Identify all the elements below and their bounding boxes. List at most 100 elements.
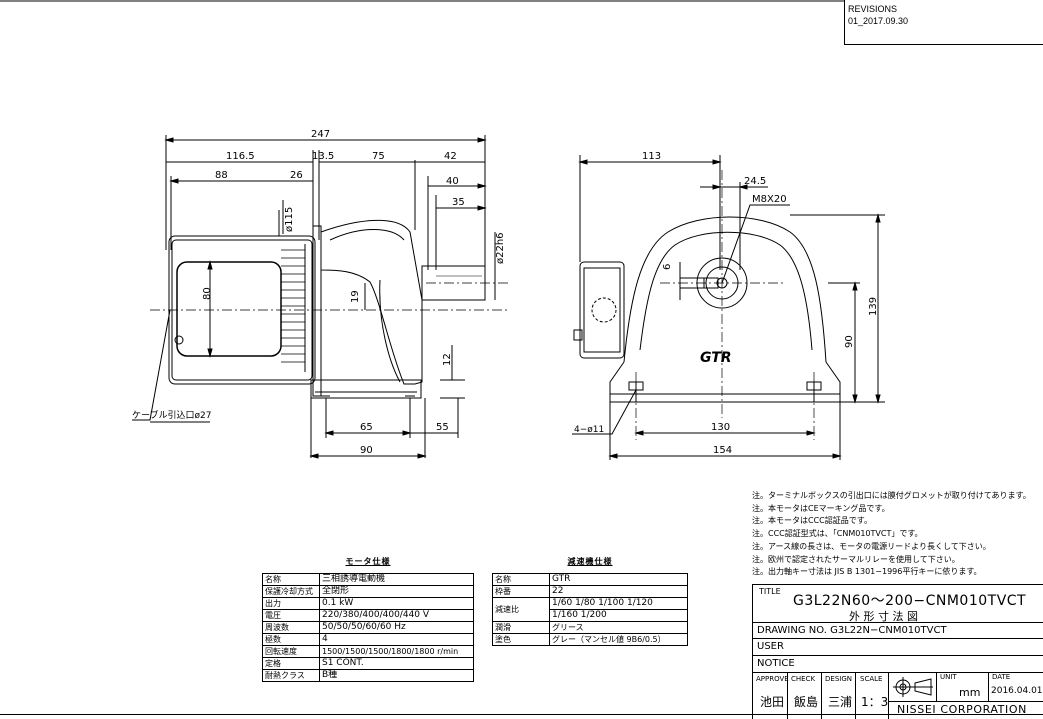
notes-block: 注。ターミナルボックスの引出口には膜付グロメットが取り付けてあります。 注。本モ… xyxy=(752,490,1031,579)
table-cell: 4 xyxy=(319,633,474,646)
dim-116-5: 116.5 xyxy=(226,151,255,162)
table-cell: B種 xyxy=(319,669,474,682)
check-label: CHECK xyxy=(791,675,816,683)
table-cell: 極数 xyxy=(262,633,320,646)
dim-80: 80 xyxy=(202,287,213,300)
table-cell: 保護冷却方式 xyxy=(262,585,320,598)
drawing-title: G3L22N60〜200−CNM010TVCT xyxy=(793,593,1027,609)
design-name: 三浦 xyxy=(828,695,853,709)
dim-75: 75 xyxy=(372,151,385,162)
note-line: 注。ターミナルボックスの引出口には膜付グロメットが取り付けてあります。 xyxy=(752,491,1031,500)
table-cell: 全閉形 xyxy=(319,585,474,598)
note-line: 注。本モータはCCC認証品です。 xyxy=(752,516,872,526)
table-cell: 1/160 1/200 xyxy=(549,609,688,622)
note-line: 注。欧州で認定されたサーマルリレーを使用して下さい。 xyxy=(752,554,960,564)
title-block: TITLE G3L22N60〜200−CNM010TVCT 外 形 寸 法 図 … xyxy=(752,584,1043,719)
unit-value: mm xyxy=(959,686,981,699)
dim-m8x20: M8X20 xyxy=(752,194,787,205)
scale-value: 1：3 xyxy=(861,695,889,709)
front-view xyxy=(572,155,885,460)
date-value: 2016.04.01 xyxy=(991,686,1043,696)
table-cell: 名称 xyxy=(492,573,550,586)
table-cell: 0.1 kW xyxy=(319,597,474,610)
note-line: 注。アース線の長さは、モータの電源リードより長くして下さい。 xyxy=(752,541,991,551)
table-cell: グレー（マンセル値 9B6/0.5） xyxy=(549,633,688,646)
dim-154: 154 xyxy=(713,445,732,456)
table-cell: 潤滑 xyxy=(492,621,550,634)
table-cell: 22 xyxy=(549,585,688,598)
front-dim-labels: 113 24.5 M8X20 6 139 90 130 154 4−ø11 GT… xyxy=(574,151,879,456)
table-cell: グリース xyxy=(549,621,688,634)
table-row: 塗色グレー（マンセル値 9B6/0.5） xyxy=(492,633,688,646)
table-cell: 耐熱クラス xyxy=(262,669,320,682)
cable-callout: ケーブル引込口ø27 xyxy=(132,409,211,421)
dim-247: 247 xyxy=(311,129,330,140)
drawing-number: DRAWING NO. G3L22N−CNM010TVCT xyxy=(757,625,947,636)
projection-symbol-icon xyxy=(893,677,933,697)
table-cell: 50/50/50/60/60 Hz xyxy=(319,621,474,634)
dim-35: 35 xyxy=(452,197,465,208)
reducer-spec-title: 減速機仕様 xyxy=(567,557,613,566)
table-cell: 電圧 xyxy=(262,609,320,622)
dim-65: 65 xyxy=(360,422,373,433)
note-line: 注。本モータはCEマーキング品です。 xyxy=(752,503,890,513)
dim-6: 6 xyxy=(662,264,673,270)
holes-callout: 4−ø11 xyxy=(574,425,604,435)
dim-90-front: 90 xyxy=(844,335,855,348)
drawing-subtitle: 外 形 寸 法 図 xyxy=(849,610,918,623)
table-cell: S1 CONT. xyxy=(319,657,474,670)
dim-90: 90 xyxy=(360,445,373,456)
table-cell: 枠番 xyxy=(492,585,550,598)
dim-dia115: ø115 xyxy=(284,207,295,232)
dim-139: 139 xyxy=(868,297,879,316)
dim-13-5: 13.5 xyxy=(312,151,334,162)
table-cell: 定格 xyxy=(262,657,320,670)
dim-12: 12 xyxy=(442,353,453,366)
bottom-border xyxy=(0,714,1043,715)
check-name: 飯島 xyxy=(794,695,819,709)
table-cell: 回転速度 xyxy=(262,645,320,658)
table-cell: 名称 xyxy=(262,573,320,586)
dim-55: 55 xyxy=(436,422,449,433)
user-field: USER xyxy=(757,641,784,652)
gtr-logo: GTR xyxy=(700,350,732,366)
revisions-title: REVISIONS xyxy=(848,4,898,14)
dim-113: 113 xyxy=(642,151,661,162)
table-cell: 減速比 xyxy=(492,597,550,622)
unit-label: UNIT xyxy=(940,673,957,681)
approve-name: 池田 xyxy=(760,695,785,709)
dim-40: 40 xyxy=(446,176,459,187)
table-cell: 塗色 xyxy=(492,633,550,646)
dim-88: 88 xyxy=(215,170,228,181)
revisions-entry: 01_2017.09.30 xyxy=(848,16,909,26)
dim-19: 19 xyxy=(350,290,361,303)
notice-field: NOTICE xyxy=(757,658,795,669)
table-cell: GTR xyxy=(549,573,688,586)
table-cell: 三相誘導電動機 xyxy=(319,573,474,586)
scale-label: SCALE xyxy=(860,675,883,683)
dim-24-5: 24.5 xyxy=(744,176,766,187)
table-cell: 出力 xyxy=(262,597,320,610)
note-line: 注。CCC認証型式は、「CNM010TVCT」です。 xyxy=(752,529,923,539)
date-label: DATE xyxy=(992,673,1011,681)
dim-42: 42 xyxy=(444,151,457,162)
table-row: 潤滑グリース xyxy=(492,621,688,634)
table-cell: 1/60 1/80 1/100 1/120 xyxy=(549,597,688,610)
side-dim-labels: 247 116.5 13.5 75 42 88 26 40 35 ø115 ø2… xyxy=(132,129,506,456)
table-cell: 周波数 xyxy=(262,621,320,634)
motor-spec-title: モータ仕様 xyxy=(345,557,391,566)
table-cell: 1500/1500/1500/1800/1800 r/min xyxy=(319,645,474,658)
